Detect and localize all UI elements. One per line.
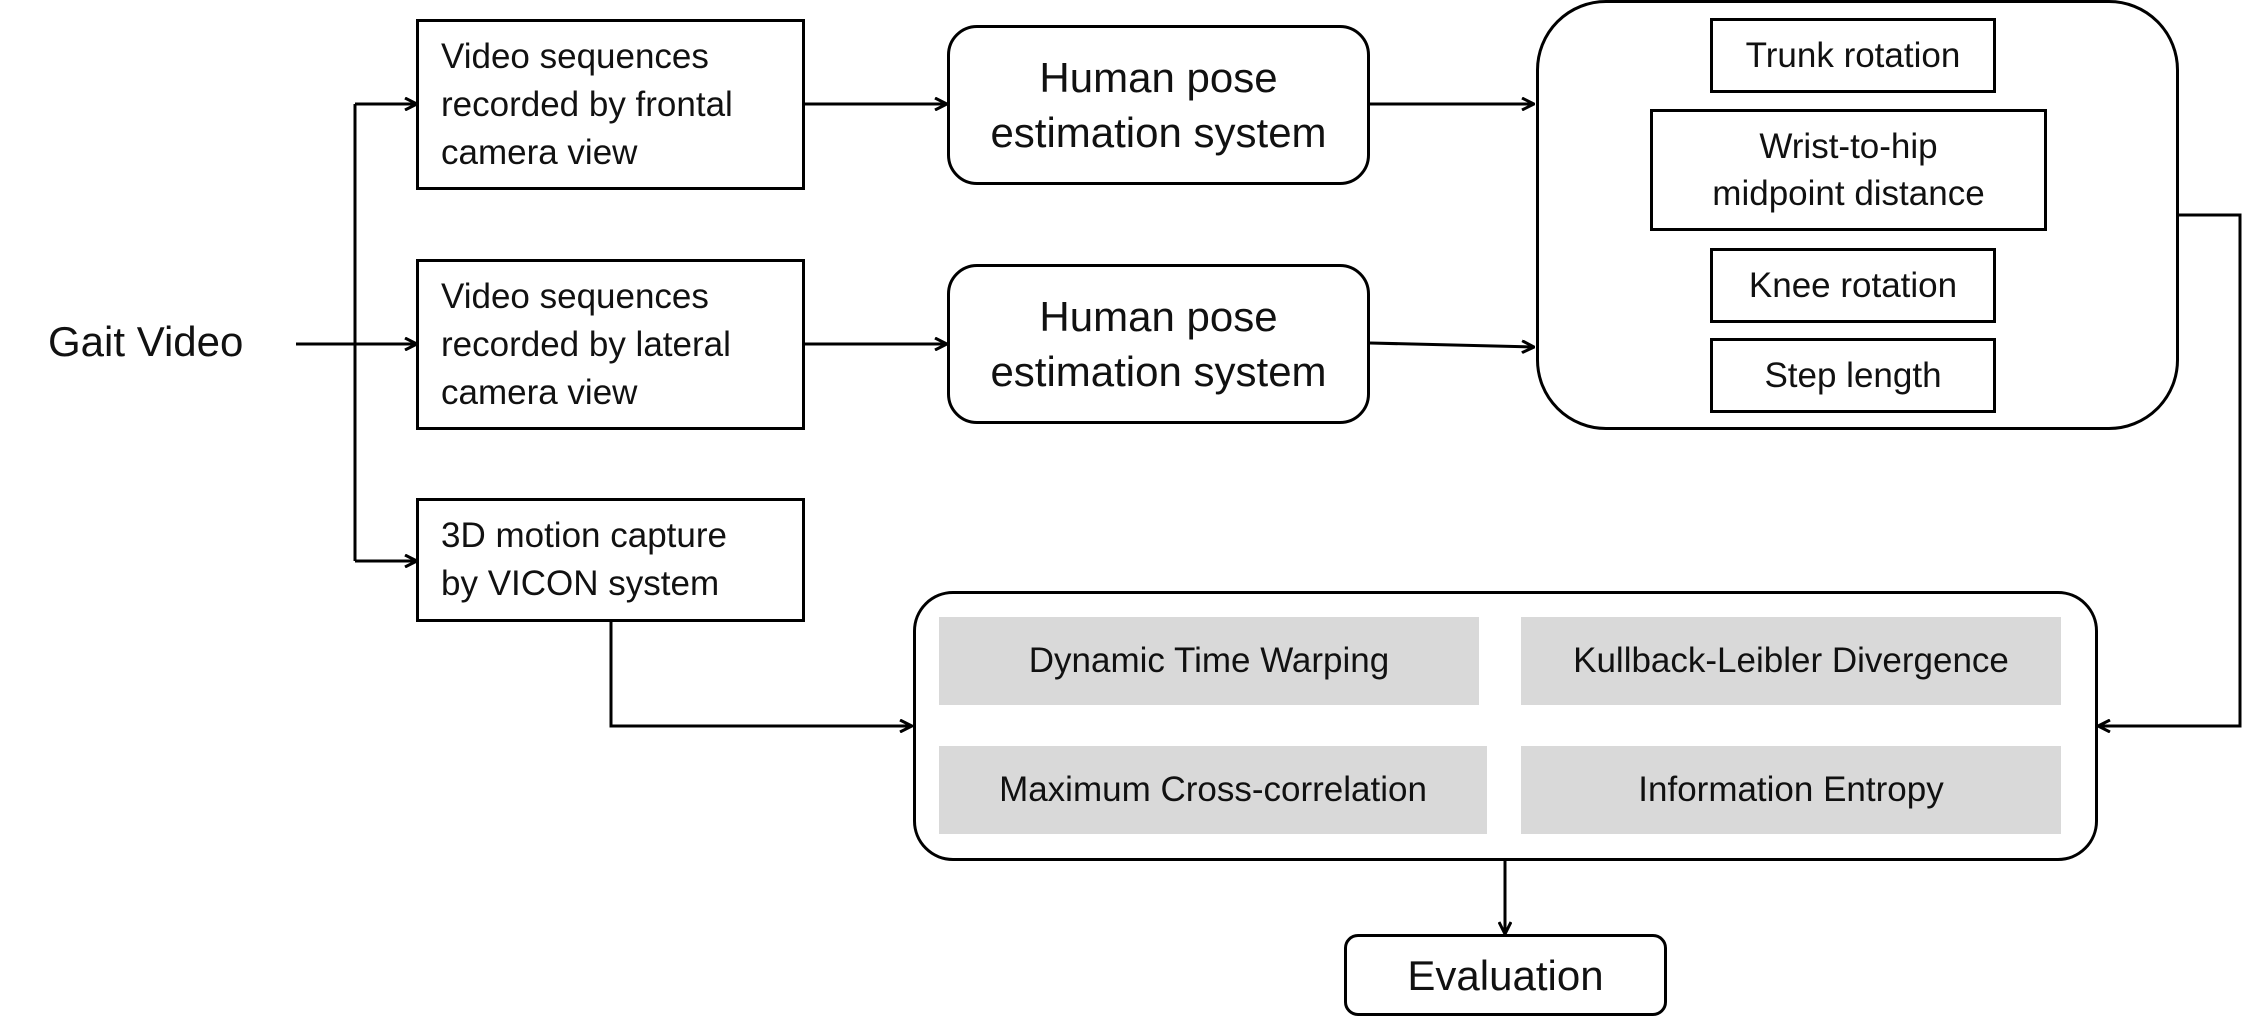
- source-vicon-capture: 3D motion capture by VICON system: [416, 498, 805, 622]
- feature-knee-rotation: Knee rotation: [1710, 248, 1996, 323]
- metric-dynamic-time-warping: Dynamic Time Warping: [939, 617, 1479, 705]
- metric-kl-divergence: Kullback-Leibler Divergence: [1521, 617, 2061, 705]
- arrow-vicon-to-metrics: [609, 621, 911, 726]
- feature-trunk-rotation: Trunk rotation: [1710, 18, 1996, 93]
- feature-wrist-to-hip-distance: Wrist-to-hip midpoint distance: [1650, 109, 2047, 231]
- source-frontal-video: Video sequences recorded by frontal came…: [416, 19, 805, 190]
- feature-step-length: Step length: [1710, 338, 1996, 413]
- arrow-features-to-metrics: [2099, 213, 2242, 726]
- metric-information-entropy: Information Entropy: [1521, 746, 2061, 834]
- pose-estimation-frontal: Human pose estimation system: [947, 25, 1370, 185]
- pose-estimation-lateral: Human pose estimation system: [947, 264, 1370, 424]
- gait-video-label: Gait Video: [48, 318, 244, 365]
- metric-max-cross-correlation: Maximum Cross-correlation: [939, 746, 1487, 834]
- source-lateral-video: Video sequences recorded by lateral came…: [416, 259, 805, 430]
- evaluation-box: Evaluation: [1344, 934, 1667, 1016]
- arrow-pose2-to-features: [1369, 343, 1533, 347]
